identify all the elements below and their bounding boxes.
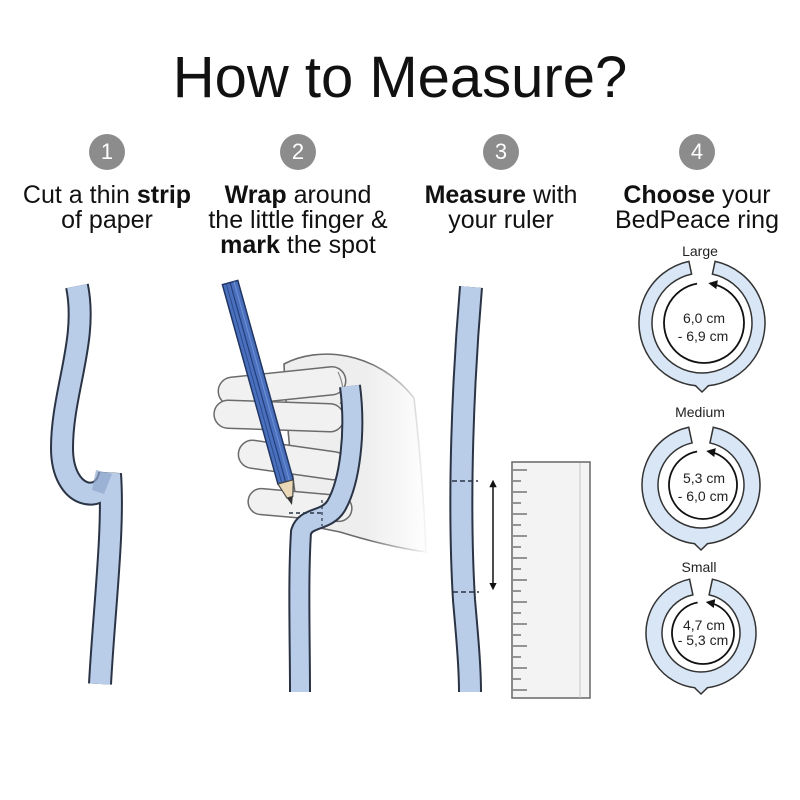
step-1: 1 Cut a thin strip of paper xyxy=(7,134,207,233)
instruction-text: with xyxy=(532,181,578,209)
instruction-text: the little finger & xyxy=(208,206,388,234)
instruction-line: Measure with xyxy=(401,183,601,208)
instruction-text: your ruler xyxy=(448,206,554,234)
instruction-text: Cut a thin xyxy=(22,181,130,209)
step-2: 2 Wrap around the little finger & mark t… xyxy=(198,134,398,258)
instruction-line: Cut a thin strip xyxy=(7,183,207,208)
hand-illustration xyxy=(213,340,430,565)
instruction-line: the little finger & xyxy=(198,208,398,233)
circumference-arrow-icon xyxy=(671,599,735,665)
ring-notch xyxy=(694,686,708,694)
step-number-badge: 1 xyxy=(89,134,125,170)
instruction-line: BedPeace ring xyxy=(597,208,797,233)
step-3: 3 Measure with your ruler xyxy=(401,134,601,233)
ring-notch-outline xyxy=(694,385,710,394)
step-3-instruction: Measure with your ruler xyxy=(401,183,601,233)
circumference-arrow-icon xyxy=(668,448,738,520)
pencil-lead xyxy=(287,496,293,505)
instruction-line: your ruler xyxy=(401,208,601,233)
instruction-text: of paper xyxy=(61,206,153,234)
ring-size-small: Small 4,7 cm - 5,3 cm xyxy=(645,559,757,696)
instruction-line: of paper xyxy=(7,208,207,233)
instruction-emphasis: mark xyxy=(220,231,280,259)
instruction-text: around xyxy=(293,181,372,209)
instruction-emphasis: strip xyxy=(136,181,192,209)
strip-body xyxy=(51,284,121,685)
ring-band xyxy=(638,260,766,387)
ring-notch xyxy=(695,384,709,392)
ring-band xyxy=(645,578,757,689)
paper-strip-icon xyxy=(49,283,123,685)
ring-notch-outline xyxy=(693,543,709,552)
ring-size-medium: Medium 5,3 cm - 6,0 cm xyxy=(641,404,761,552)
ring-size-label: Medium xyxy=(675,404,725,420)
ring-notch xyxy=(694,542,708,550)
hand-fade xyxy=(366,340,430,565)
instruction-text: BedPeace ring xyxy=(614,206,779,234)
strip-body xyxy=(290,384,362,693)
ring-notch-outline xyxy=(693,687,709,696)
ring-size-to: - 6,9 cm xyxy=(678,328,729,344)
step-4: 4 Choose your BedPeace ring xyxy=(597,134,797,233)
instruction-line: Choose your xyxy=(597,183,797,208)
instruction-line: mark the spot xyxy=(198,233,398,258)
pencil-icon xyxy=(221,279,295,505)
ring-size-from: 5,3 cm xyxy=(683,470,725,486)
instruction-line: Wrap around xyxy=(198,183,398,208)
instruction-text: your xyxy=(722,181,771,209)
instruction-emphasis: Choose xyxy=(623,181,716,209)
page-title: How to Measure? xyxy=(172,45,628,110)
instruction-emphasis: Wrap xyxy=(224,181,287,209)
strip-body xyxy=(451,286,481,693)
ring-size-from: 4,7 cm xyxy=(683,617,725,633)
pencil-stripe xyxy=(233,281,290,481)
step-1-instruction: Cut a thin strip of paper xyxy=(7,183,207,233)
wrapped-strip-icon xyxy=(288,384,364,693)
step-number-badge: 2 xyxy=(280,134,316,170)
step-number-badge: 4 xyxy=(679,134,715,170)
ring-size-to: - 5,3 cm xyxy=(678,632,729,648)
ruler-icon xyxy=(511,461,591,699)
instruction-text: the spot xyxy=(286,231,376,259)
step-number-badge: 3 xyxy=(483,134,519,170)
step-4-instruction: Choose your BedPeace ring xyxy=(597,183,797,233)
ring-size-label: Small xyxy=(681,559,716,575)
pencil-stripe xyxy=(229,282,287,483)
ring-size-label: Large xyxy=(682,243,718,259)
pencil-stripe xyxy=(225,283,283,484)
instruction-emphasis: Measure xyxy=(424,181,527,209)
ring-large-icon xyxy=(638,260,766,394)
circumference-arrow-icon xyxy=(663,280,745,364)
ring-small-icon xyxy=(645,578,757,696)
ring-size-from: 6,0 cm xyxy=(683,310,725,326)
ring-band xyxy=(641,426,761,545)
ring-medium-icon xyxy=(641,426,761,552)
ring-size-large: Large 6,0 cm - 6,9 cm xyxy=(638,243,766,394)
ring-size-to: - 6,0 cm xyxy=(678,488,729,504)
strip-fold-shadow xyxy=(92,470,112,494)
step-2-instruction: Wrap around the little finger & mark the… xyxy=(198,183,398,258)
ruler-ticks xyxy=(513,469,527,691)
measured-strip-icon xyxy=(449,285,497,693)
